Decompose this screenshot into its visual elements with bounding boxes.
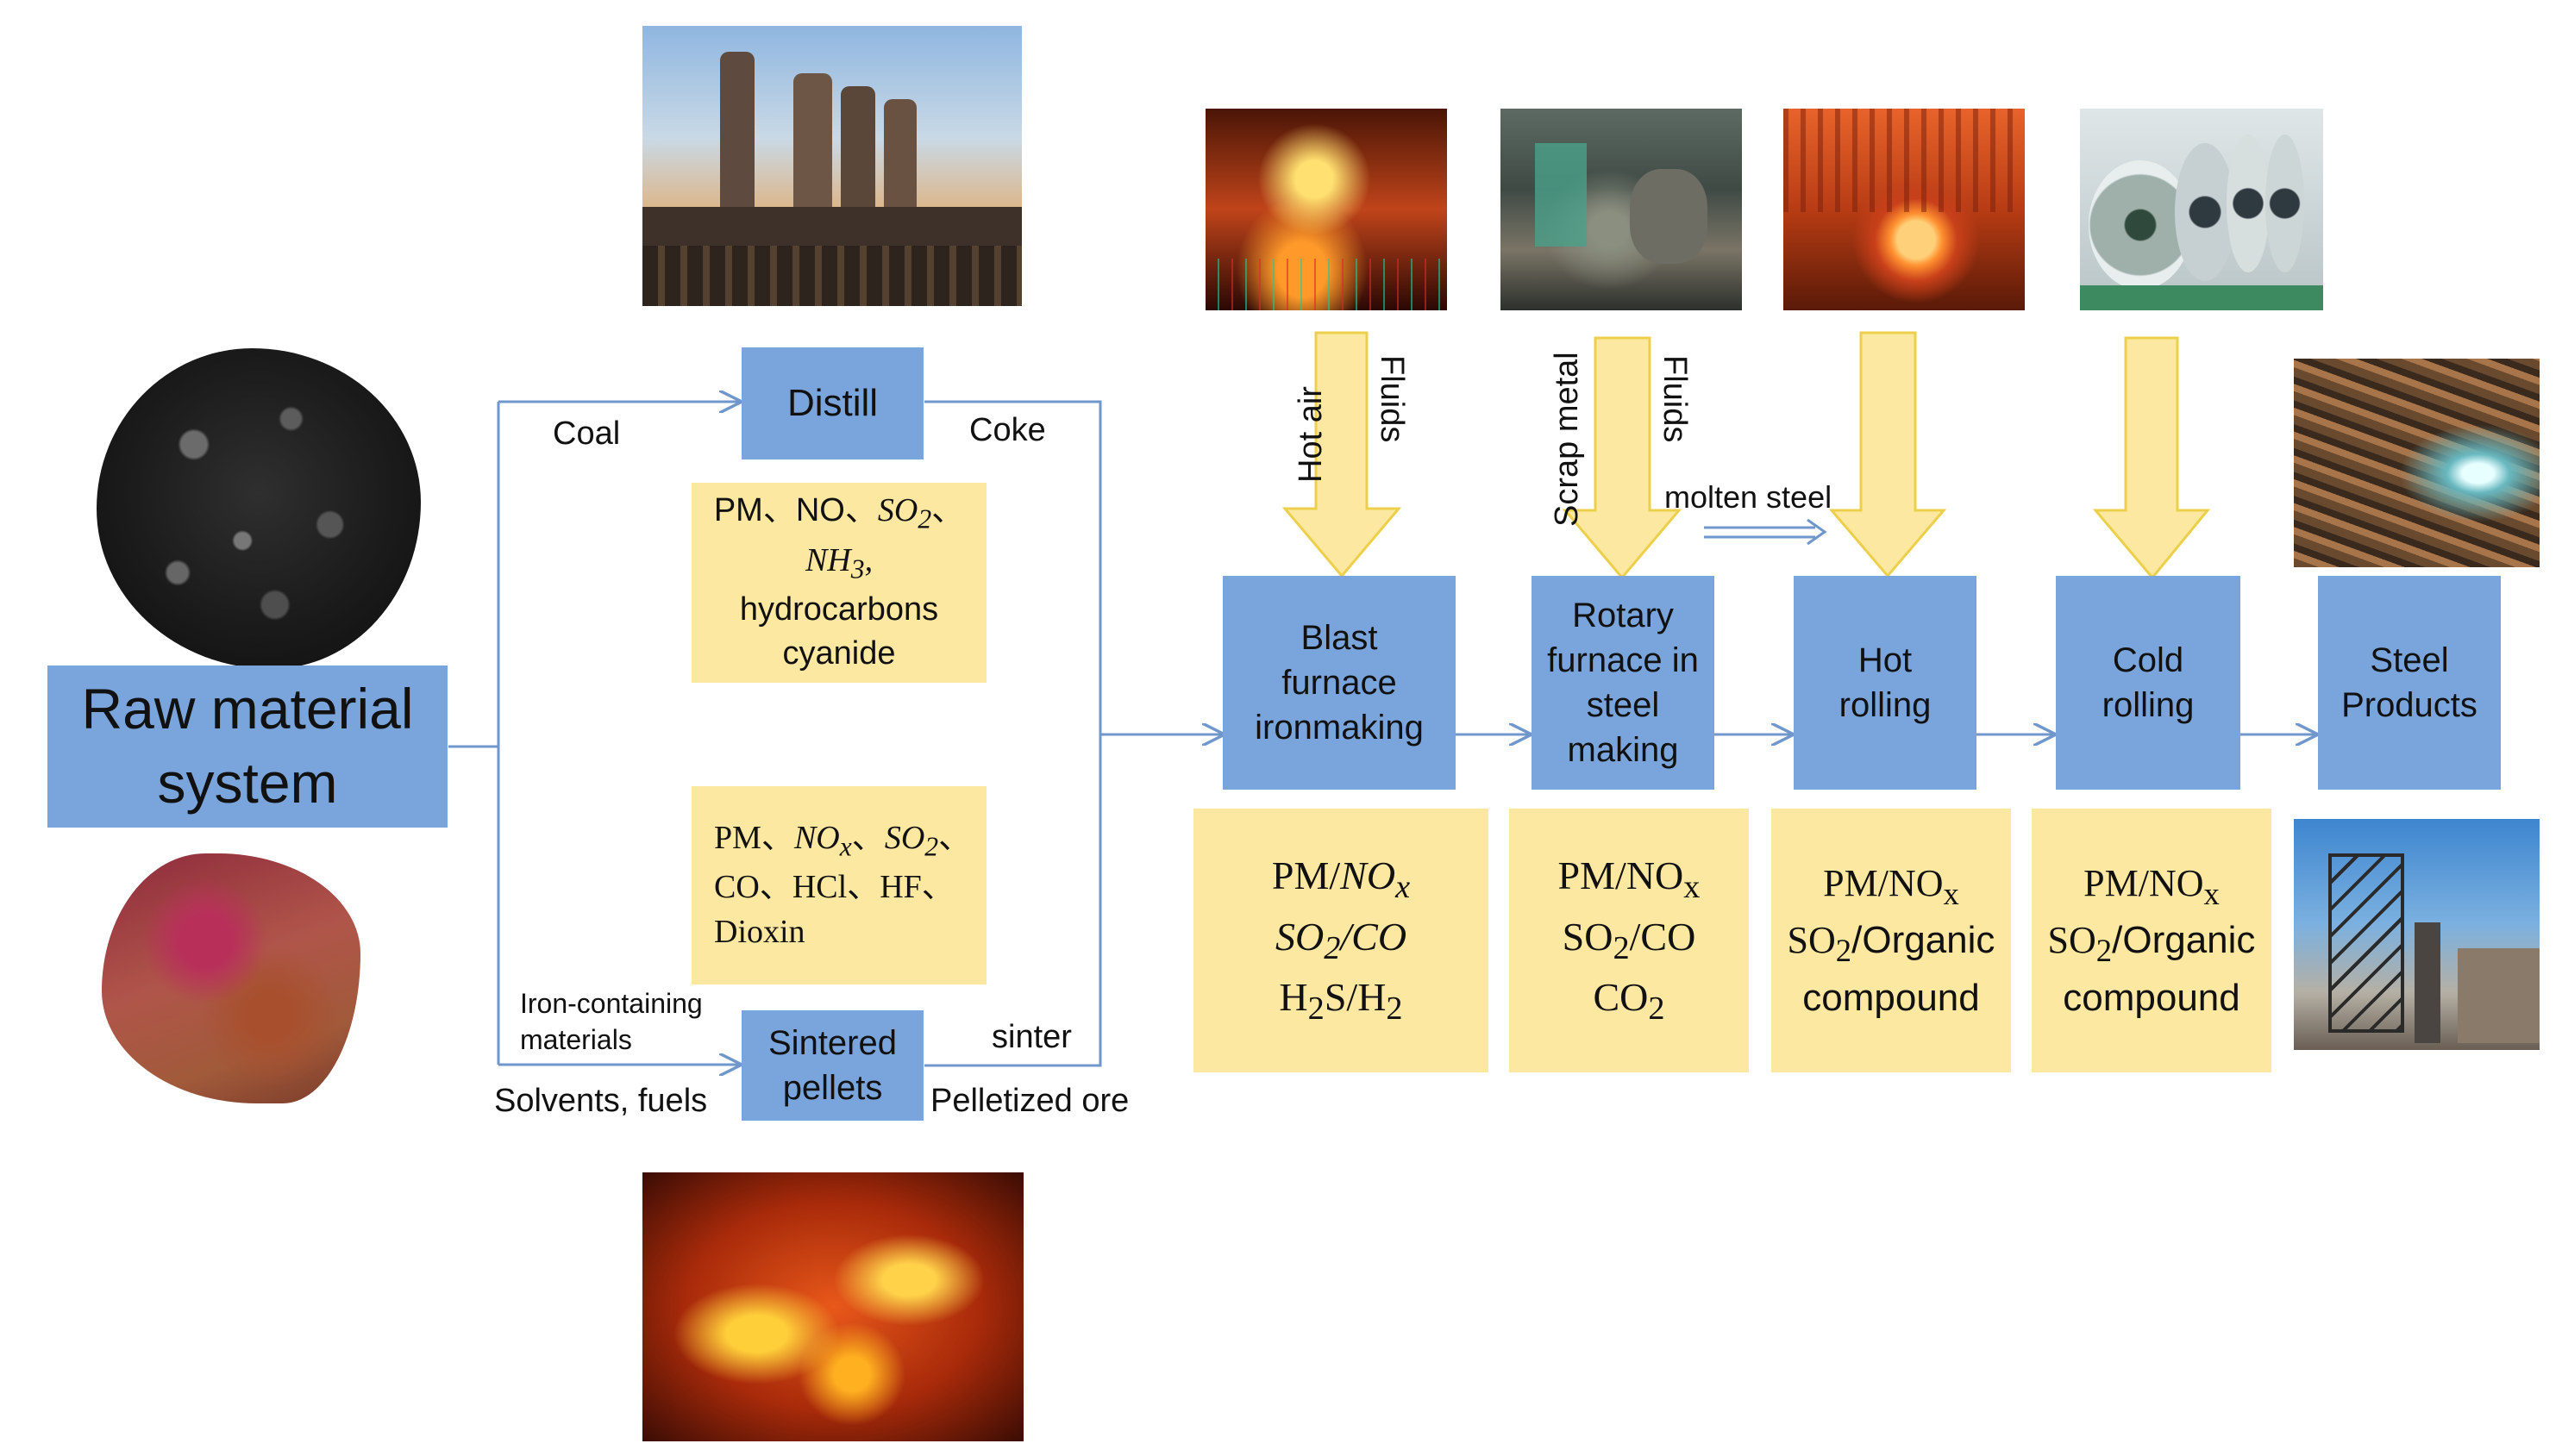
rotary-line1: Rotary [1572, 597, 1674, 634]
blast-line3: ironmaking [1255, 709, 1424, 747]
hot-input-arrow [1828, 331, 1947, 578]
fluids-label-2: Fluids [1657, 355, 1693, 443]
hot-coil-photo [1783, 109, 2025, 310]
rotary-emissions-box: PM/NOx SO2/CO CO2 [1509, 809, 1749, 1072]
cold-coil-photo [2080, 109, 2323, 310]
coke-label: Coke [969, 412, 1046, 448]
cold-rolling-emissions-box: PM/NOx SO2/Organic compound [2032, 809, 2271, 1072]
distill-label: Distill [786, 382, 879, 425]
steel-plant-interior-photo [1500, 109, 1742, 310]
blast-line2: furnace [1281, 664, 1397, 702]
steel-pipes-photo [2294, 359, 2540, 567]
coking-emissions-box: PM、NO、SO2、 NH3, hydrocarbons cyanide [692, 483, 987, 683]
hot-line2: rolling [1839, 686, 1932, 724]
rotary-line3: steel [1586, 686, 1660, 724]
iron-containing-label-1: Iron-containing [520, 988, 703, 1019]
rotary-line4: making [1567, 731, 1679, 769]
blast-furnace-photo [642, 26, 1022, 306]
cold-input-arrow [2092, 336, 2211, 580]
sintered-line2: pellets [782, 1069, 883, 1107]
raw-material-node: Raw material system [47, 666, 448, 828]
raw-material-line2: system [157, 751, 338, 815]
rotary-input-arrow [1562, 336, 1682, 580]
rotary-furnace-node: Rotary furnace in steel making [1532, 576, 1714, 790]
sinter-label: sinter [992, 1019, 1072, 1055]
steel-plant-exterior-photo [2294, 819, 2540, 1050]
sintered-line1: Sintered [768, 1024, 897, 1062]
hot-air-label: Hot air [1293, 386, 1329, 483]
sintered-pellets-node: Sintered pellets [742, 1010, 924, 1121]
hot-line1: Hot [1857, 641, 1913, 679]
cold-line1: Cold [2112, 641, 2184, 679]
blast-line1: Blast [1300, 619, 1378, 657]
iron-containing-label-2: materials [520, 1024, 632, 1055]
blast-emissions-box: PM/NOx SO2/CO H2S/H2 [1193, 809, 1488, 1072]
cold-rolling-node: Cold rolling [2056, 576, 2240, 790]
molten-steel-arrow [1704, 518, 1827, 546]
fluids-label-1: Fluids [1374, 355, 1410, 443]
sinter-fire-photo [642, 1172, 1024, 1441]
molten-iron-pour-photo [1206, 109, 1447, 310]
blast-furnace-node: Blast furnace ironmaking [1223, 576, 1456, 790]
blast-input-arrow [1281, 331, 1402, 578]
steel-products-node: Steel Products [2318, 576, 2501, 790]
steel-line1: Steel [2370, 641, 2449, 679]
coal-label: Coal [553, 416, 621, 452]
distill-node: Distill [742, 347, 924, 459]
raw-material-line1: Raw material [81, 677, 414, 741]
hot-rolling-emissions-box: PM/NOx SO2/Organic compound [1771, 809, 2011, 1072]
steel-line2: Products [2341, 686, 2477, 724]
molten-steel-label: molten steel [1664, 479, 1832, 515]
hot-rolling-node: Hot rolling [1794, 576, 1976, 790]
rotary-line2: furnace in [1547, 641, 1699, 679]
sintering-emissions-box: PM、NOx、SO2、 CO、HCl、HF、 Dioxin [692, 786, 987, 984]
cold-line2: rolling [2102, 686, 2195, 724]
pelletized-ore-label: Pelletized ore [930, 1083, 1130, 1119]
coal-pile-photo [97, 348, 421, 669]
scrap-metal-label: Scrap metal [1549, 352, 1585, 527]
iron-ore-photo [102, 853, 360, 1103]
solvents-fuels-label: Solvents, fuels [494, 1083, 708, 1119]
